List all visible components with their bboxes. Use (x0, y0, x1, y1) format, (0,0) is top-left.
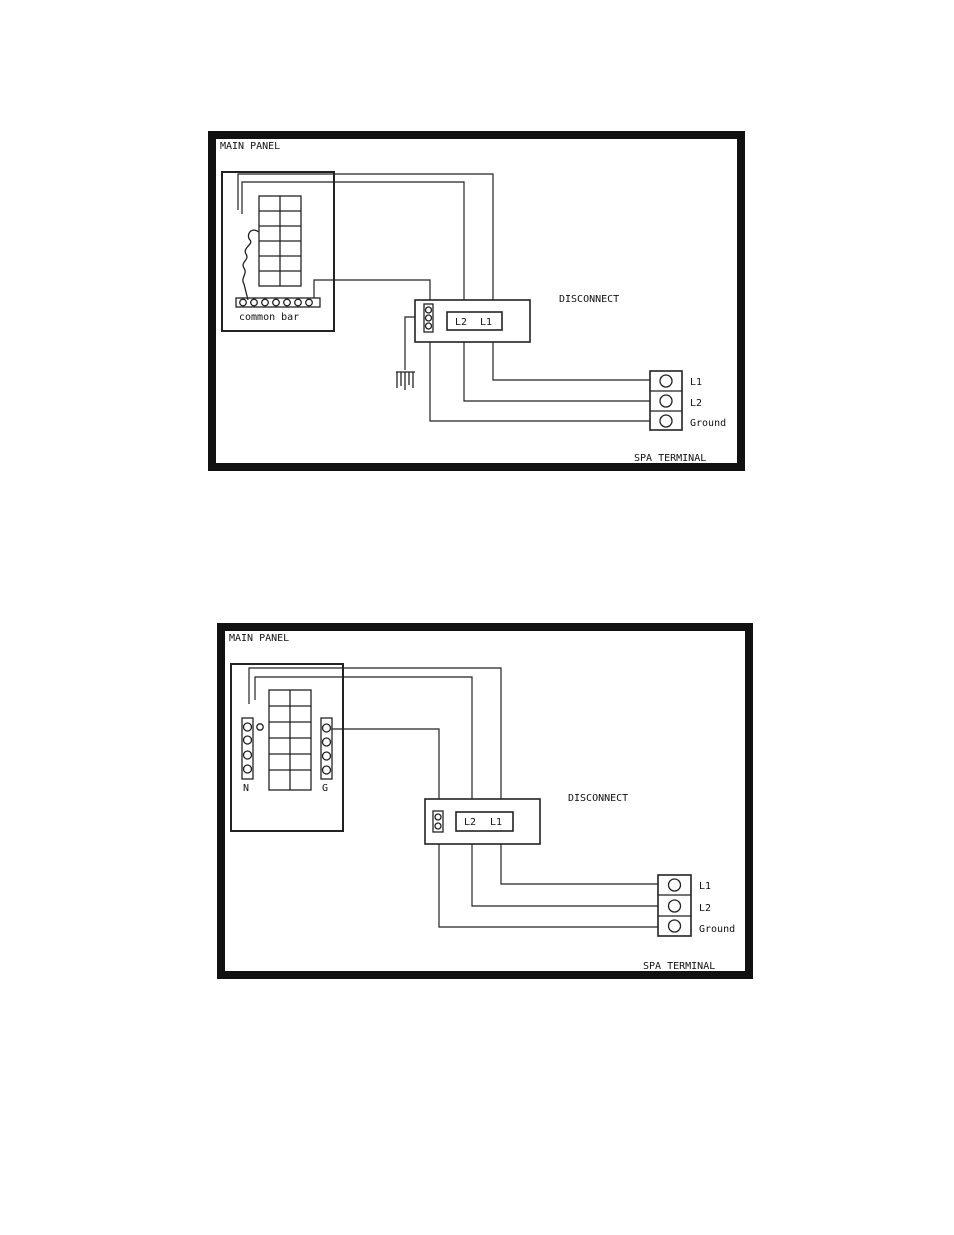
diagram-2-terminal-ground: Ground (699, 924, 735, 935)
diagram-1-spa-terminal-block (650, 371, 682, 430)
diagram-2-neutral-jumper-lug (257, 724, 263, 730)
diagram-1: MAIN PANEL common bar (212, 135, 741, 467)
diagram-2-disconnect-label: DISCONNECT (568, 793, 628, 804)
diagram-1-terminal-l2: L2 (690, 398, 702, 409)
diagram-1-common-bar (236, 298, 320, 307)
diagram-1-wire-l1 (238, 174, 650, 380)
diagram-2-disconnect-l2: L2 (464, 817, 476, 828)
diagram-2-ground-label: G (322, 783, 328, 794)
diagram-1-wire-l2 (242, 182, 650, 401)
diagram-1-disconnect-l2: L2 (455, 317, 467, 328)
diagram-1-ground-rod-icon (396, 372, 415, 390)
diagram-1-spa-terminal-label: SPA TERMINAL (634, 453, 706, 464)
diagram-1-terminal-ground: Ground (690, 418, 726, 429)
diagram-2-terminal-l2: L2 (699, 903, 711, 914)
diagram-2-disconnect-l1: L1 (490, 817, 502, 828)
diagram-2-spa-terminal-block (658, 875, 691, 936)
diagram-1-coil-wire (243, 230, 259, 300)
diagram-2-disconnect-ground-lug (433, 811, 443, 832)
diagram-2: MAIN PANEL N (221, 627, 749, 975)
diagram-1-terminal-l1: L1 (690, 377, 702, 388)
diagram-2-neutral-label: N (243, 783, 249, 794)
diagram-1-disconnect-label: DISCONNECT (559, 294, 619, 305)
diagram-2-terminal-l1: L1 (699, 881, 711, 892)
diagram-2-neutral-bar (242, 718, 253, 779)
diagram-2-main-panel-box (231, 664, 343, 831)
diagram-2-wire-l2 (255, 677, 658, 906)
diagram-1-breaker-stack (259, 196, 301, 286)
diagram-1-disconnect-ground-lug (424, 304, 433, 332)
diagram-2-breaker-stack (269, 690, 311, 790)
diagram-1-common-bar-label: common bar (239, 312, 299, 323)
diagram-1-main-panel-label: MAIN PANEL (220, 141, 280, 152)
diagram-1-disconnect-l1: L1 (480, 317, 492, 328)
diagram-2-main-panel-label: MAIN PANEL (229, 633, 289, 644)
diagram-2-ground-bar (321, 718, 332, 779)
diagram-2-spa-terminal-label: SPA TERMINAL (643, 961, 715, 972)
